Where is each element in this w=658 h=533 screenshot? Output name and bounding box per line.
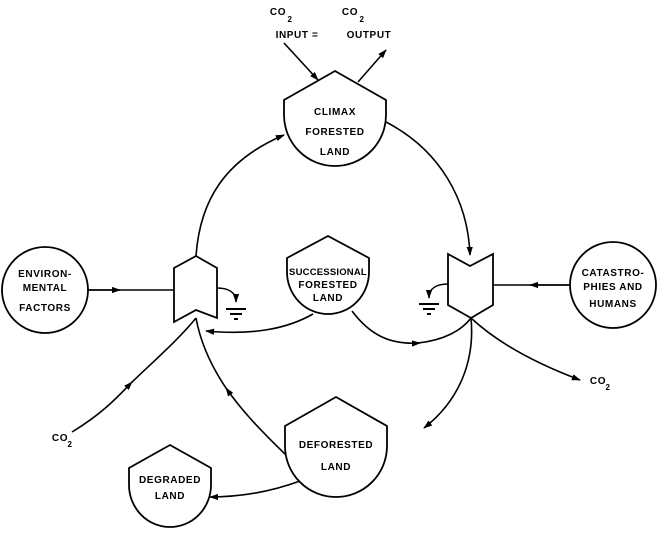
edge-co2-input-to-climax xyxy=(283,42,319,81)
node-degraded-land: DEGRADED LAND xyxy=(128,443,212,528)
label-co2-output: CO 2 OUTPUT xyxy=(342,7,391,41)
env-label-3: FACTORS xyxy=(19,303,71,314)
label-co2-input: CO 2 INPUT = xyxy=(270,7,319,41)
climax-label-2: FORESTED xyxy=(305,127,364,138)
loss-gate-heat-sink xyxy=(419,283,449,315)
edge-deforested-to-growth-gate-2 xyxy=(195,317,229,392)
edge-successional-to-growth-gate xyxy=(205,313,314,335)
co2-output-main: CO xyxy=(342,7,358,18)
node-growth-gate xyxy=(173,254,218,324)
edge-deforested-to-growth-gate xyxy=(225,387,287,456)
label-co2-left: CO 2 xyxy=(52,433,72,449)
edge-climax-to-co2-output xyxy=(357,49,387,83)
node-catastrophes-and-humans: CATASTRO- PHIES AND HUMANS xyxy=(569,241,657,329)
successional-label-1: SUCCESSIONAL xyxy=(289,267,367,278)
edge-climax-to-loss-gate xyxy=(385,121,473,256)
degraded-label-1: DEGRADED xyxy=(139,475,201,486)
edge-loss-gate-to-deforested xyxy=(423,317,473,429)
node-deforested-land: DEFORESTED LAND xyxy=(284,395,388,498)
cat-label-2: PHIES AND xyxy=(583,282,642,293)
node-environmental-factors: ENVIRON- MENTAL FACTORS xyxy=(1,246,89,334)
edge-co2-left-to-growth-gate xyxy=(71,381,133,433)
node-climax-forested-land: CLIMAX FORESTED LAND xyxy=(283,69,387,167)
co2-output-caption: OUTPUT xyxy=(347,30,392,41)
co2-right-main: CO xyxy=(590,376,606,387)
edge-successional-to-loss-gate-2 xyxy=(417,317,472,344)
label-co2-right: CO 2 xyxy=(590,376,610,392)
growth-gate-heat-sink xyxy=(216,287,246,320)
co2-input-sub: 2 xyxy=(287,15,292,24)
climax-label-3: LAND xyxy=(320,147,350,158)
successional-label-2: FORESTED xyxy=(298,280,357,291)
co2-input-main: CO xyxy=(270,7,286,18)
co2-left-main: CO xyxy=(52,433,68,444)
edge-co2-left-to-growth-gate-2 xyxy=(129,317,197,385)
co2-output-sub: 2 xyxy=(359,15,364,24)
node-successional-forested-land: SUCCESSIONAL FORESTED LAND xyxy=(286,234,370,315)
edge-successional-to-loss-gate xyxy=(351,310,421,347)
co2-left-sub: 2 xyxy=(67,440,72,449)
climax-label-1: CLIMAX xyxy=(314,107,356,118)
cat-label-3: HUMANS xyxy=(589,299,637,310)
co2-input-caption: INPUT = xyxy=(276,30,319,41)
env-label-2: MENTAL xyxy=(23,283,68,294)
node-loss-gate xyxy=(447,252,494,320)
edge-deforested-to-degraded xyxy=(209,480,301,501)
deforested-label-2: LAND xyxy=(321,462,351,473)
successional-label-3: LAND xyxy=(313,293,343,304)
degraded-label-2: LAND xyxy=(155,491,185,502)
cat-label-1: CATASTRO- xyxy=(582,268,645,279)
deforested-label-1: DEFORESTED xyxy=(299,440,373,451)
edge-loss-gate-to-co2-right xyxy=(470,317,581,381)
env-label-1: ENVIRON- xyxy=(18,269,72,280)
co2-right-sub: 2 xyxy=(605,383,610,392)
edge-growth-gate-to-climax xyxy=(195,134,285,257)
